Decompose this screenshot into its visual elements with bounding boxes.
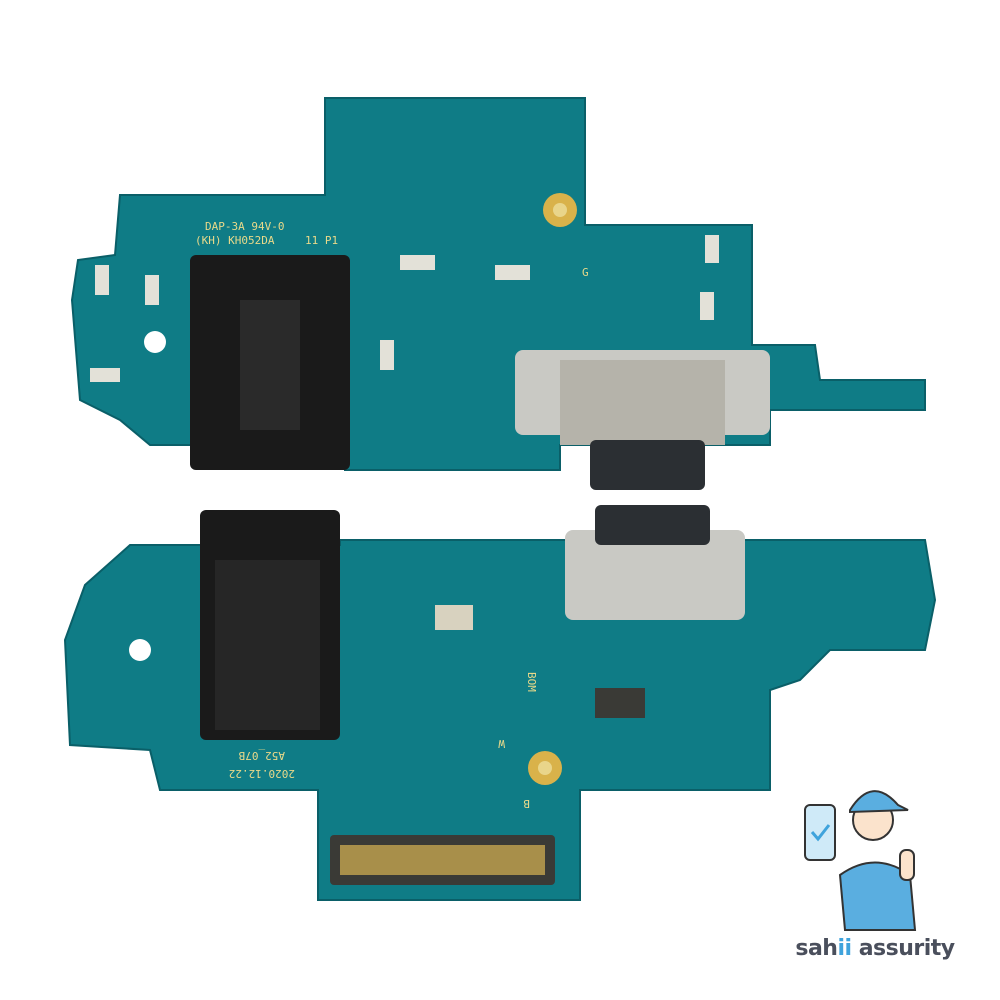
usb-c-port-bottom (565, 530, 745, 620)
silk-text: (KH) KH052DA (195, 234, 275, 247)
silk-text: 11 P1 (305, 234, 338, 247)
pcb-board-top: DAP-3A 94V-0 (KH) KH052DA 11 P1 G (70, 97, 926, 490)
brand-part: sah (795, 936, 838, 961)
silk-text: W (498, 737, 505, 750)
silk-text: DAP-3A 94V-0 (205, 220, 284, 233)
silk-text: G (582, 266, 589, 279)
brand-part-accent: ii (837, 936, 852, 961)
silk-text: B (523, 797, 530, 810)
silk-text: BOM (525, 672, 538, 692)
silk-text: A52_07B (238, 749, 285, 762)
brand-part: assurity (851, 936, 955, 961)
mascot-logo (804, 790, 917, 931)
brand-wordmark: sahii assurity (790, 936, 960, 961)
pcb-board-bottom: 2020.12.22 A52_07B W B BOM (63, 505, 937, 901)
silk-text: 2020.12.22 (229, 767, 295, 780)
